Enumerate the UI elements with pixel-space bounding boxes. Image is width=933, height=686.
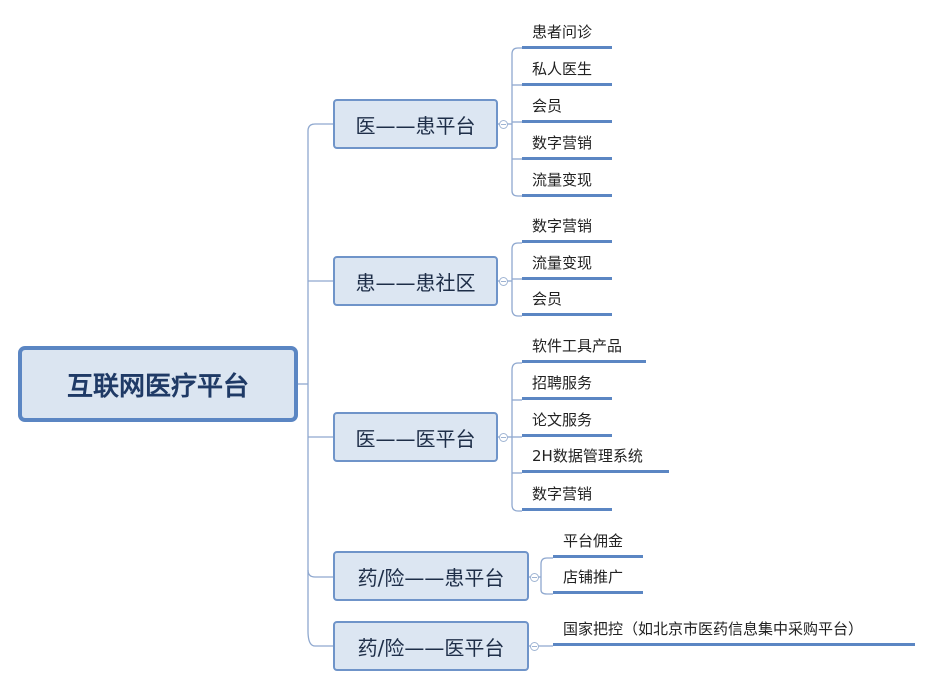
leaf-item[interactable]: 流量变现 <box>522 252 612 280</box>
leaf-item[interactable]: 平台佣金 <box>553 530 643 558</box>
branch-label: 医——患平台 <box>355 113 476 138</box>
leaf-item[interactable]: 会员 <box>522 288 612 316</box>
branch-doctor-doctor[interactable]: 医——医平台 <box>333 412 498 462</box>
collapse-toggle[interactable] <box>499 120 508 129</box>
leaf-item[interactable]: 数字营销 <box>522 132 612 160</box>
leaf-item[interactable]: 论文服务 <box>522 409 612 437</box>
collapse-toggle[interactable] <box>499 277 508 286</box>
branch-doctor-patient[interactable]: 医——患平台 <box>333 99 498 149</box>
leaf-item[interactable]: 软件工具产品 <box>522 335 646 363</box>
leaf-item[interactable]: 2H数据管理系统 <box>522 445 669 473</box>
root-topic-label: 互联网医疗平台 <box>66 371 249 402</box>
leaf-item[interactable]: 数字营销 <box>522 483 612 511</box>
branch-label: 药/险——医平台 <box>357 635 505 660</box>
leaf-item[interactable]: 私人医生 <box>522 58 612 86</box>
collapse-toggle[interactable] <box>499 433 508 442</box>
leaf-item[interactable]: 患者问诊 <box>522 21 612 49</box>
branch-label: 药/险——患平台 <box>357 565 505 590</box>
leaf-item[interactable]: 店铺推广 <box>553 566 643 594</box>
leaf-item[interactable]: 流量变现 <box>522 169 612 197</box>
collapse-toggle[interactable] <box>530 573 539 582</box>
branch-pharma-doctor[interactable]: 药/险——医平台 <box>333 621 529 671</box>
branch-patient-community[interactable]: 患——患社区 <box>333 256 498 306</box>
root-topic[interactable]: 互联网医疗平台 <box>18 346 298 422</box>
branch-label: 患——患社区 <box>355 270 476 295</box>
collapse-toggle[interactable] <box>530 642 539 651</box>
leaf-item[interactable]: 招聘服务 <box>522 372 612 400</box>
branch-pharma-patient[interactable]: 药/险——患平台 <box>333 551 529 601</box>
leaf-item[interactable]: 数字营销 <box>522 215 612 243</box>
leaf-item[interactable]: 会员 <box>522 95 612 123</box>
leaf-item[interactable]: 国家把控（如北京市医药信息集中采购平台） <box>553 618 915 646</box>
branch-label: 医——医平台 <box>355 426 476 451</box>
